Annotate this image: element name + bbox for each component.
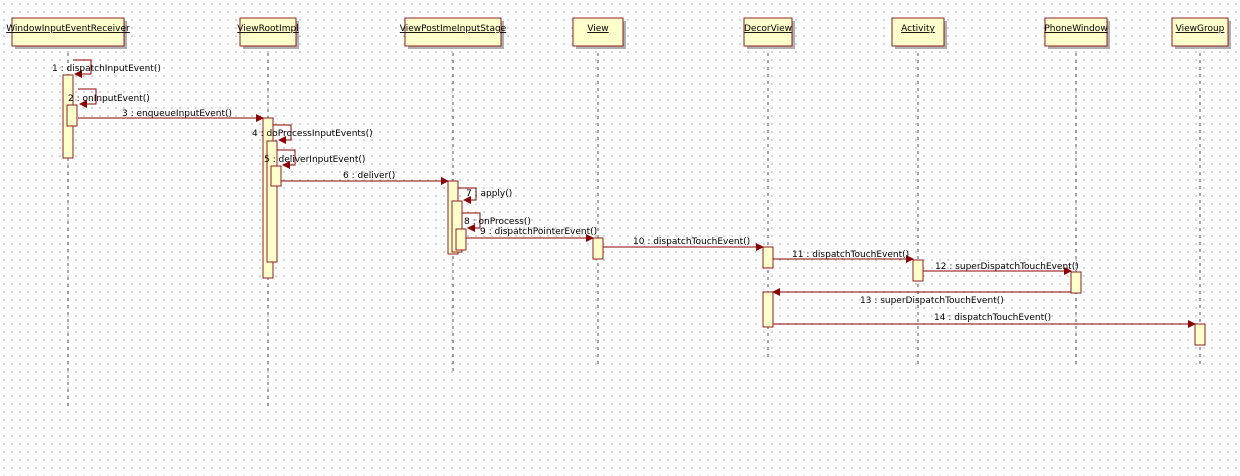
message-label: 4 : doProcessInputEvents(): [252, 129, 373, 139]
participant-view[interactable]: View: [572, 17, 626, 49]
participant-name: ViewGroup: [1176, 24, 1225, 34]
message-label: 12 : superDispatchTouchEvent(): [935, 262, 1079, 272]
participant-name: PhoneWindow: [1044, 24, 1107, 34]
messages-layer: 1 : dispatchInputEvent() 2 : onInputEvent…: [52, 59, 1196, 328]
participant-box: [743, 17, 793, 47]
message-4[interactable]: 4 : doProcessInputEvents(): [252, 124, 373, 144]
participant-box: [404, 17, 502, 47]
message-7[interactable]: 7 : apply(): [458, 187, 512, 204]
message-arrow: [277, 149, 296, 169]
message-arrow: [273, 124, 292, 144]
participant-name: WindowInputEventReceiver: [6, 24, 130, 34]
participant-name: View: [587, 24, 608, 34]
participant-box: [1171, 17, 1229, 47]
activation-bar: [455, 228, 467, 251]
activations-layer: [62, 74, 1206, 346]
participant-viewpostimeinputstage[interactable]: ViewPostImeInputStage: [400, 17, 507, 49]
participant-viewgroup[interactable]: ViewGroup: [1171, 17, 1231, 49]
message-arrow: [78, 88, 97, 108]
message-10[interactable]: 10 : dispatchTouchEvent(): [603, 237, 764, 251]
message-label: 1 : dispatchInputEvent(): [52, 64, 161, 74]
message-arrow: [73, 59, 92, 78]
message-label: 7 : apply(): [466, 189, 512, 199]
participant-name: ViewRootImpl: [237, 24, 298, 34]
activation-bar: [912, 259, 924, 282]
activation-bar: [451, 200, 463, 253]
participant-box: [11, 17, 125, 47]
activation-bar: [762, 246, 774, 269]
participant-box: [1044, 17, 1108, 47]
activation-bar: [1070, 271, 1082, 294]
activation-bar: [592, 237, 604, 260]
message-arrow: [462, 212, 481, 232]
message-label: 10 : dispatchTouchEvent(): [633, 237, 750, 247]
message-label: 8 : onProcess(): [464, 217, 531, 227]
message-label: 11 : dispatchTouchEvent(): [792, 250, 909, 260]
activation-bar: [66, 104, 78, 127]
message-label: 2 : onInputEvent(): [68, 94, 150, 104]
participant-headers-layer: WindowInputEventReceiver ViewRootImpl View…: [6, 17, 1231, 49]
message-label: 5 : deliverInputEvent(): [264, 155, 365, 165]
participant-name: DecorView: [744, 24, 792, 34]
participant-phonewindow[interactable]: PhoneWindow: [1044, 17, 1110, 49]
message-9[interactable]: 9 : dispatchPointerEvent(): [466, 227, 597, 242]
participant-box: [572, 17, 624, 47]
message-6[interactable]: 6 : deliver(): [281, 171, 449, 185]
message-3[interactable]: 3 : enqueueInputEvent(): [78, 109, 264, 122]
activation-bar: [270, 165, 282, 187]
participant-windowinputeventreceiver[interactable]: WindowInputEventReceiver: [6, 17, 130, 49]
message-2[interactable]: 2 : onInputEvent(): [68, 88, 150, 108]
activation-bar: [1194, 323, 1206, 346]
activation-bar: [266, 140, 278, 263]
message-label: 14 : dispatchTouchEvent(): [934, 313, 1051, 323]
message-12[interactable]: 12 : superDispatchTouchEvent(): [923, 262, 1079, 275]
message-label: 9 : dispatchPointerEvent(): [480, 227, 597, 237]
participant-name: Activity: [901, 24, 935, 34]
message-label: 6 : deliver(): [343, 171, 395, 181]
participant-name: ViewPostImeInputStage: [400, 24, 507, 34]
message-label: 3 : enqueueInputEvent(): [122, 109, 232, 119]
message-label: 13 : superDispatchTouchEvent(): [860, 296, 1004, 306]
participant-activity[interactable]: Activity: [891, 17, 947, 49]
lifelines-layer: [67, 46, 1201, 410]
activation-bar: [762, 291, 774, 328]
message-1[interactable]: 1 : dispatchInputEvent(): [52, 59, 161, 78]
message-arrow: [458, 187, 477, 204]
participant-box: [891, 17, 945, 47]
participant-decorview[interactable]: DecorView: [743, 17, 795, 49]
participant-box: [239, 17, 297, 47]
message-5[interactable]: 5 : deliverInputEvent(): [264, 149, 365, 169]
participant-viewrootimpl[interactable]: ViewRootImpl: [237, 17, 299, 49]
message-8[interactable]: 8 : onProcess(): [462, 212, 531, 232]
message-11[interactable]: 11 : dispatchTouchEvent(): [773, 250, 914, 263]
message-14[interactable]: 14 : dispatchTouchEvent(): [773, 313, 1196, 328]
message-13[interactable]: 13 : superDispatchTouchEvent(): [772, 288, 1071, 306]
